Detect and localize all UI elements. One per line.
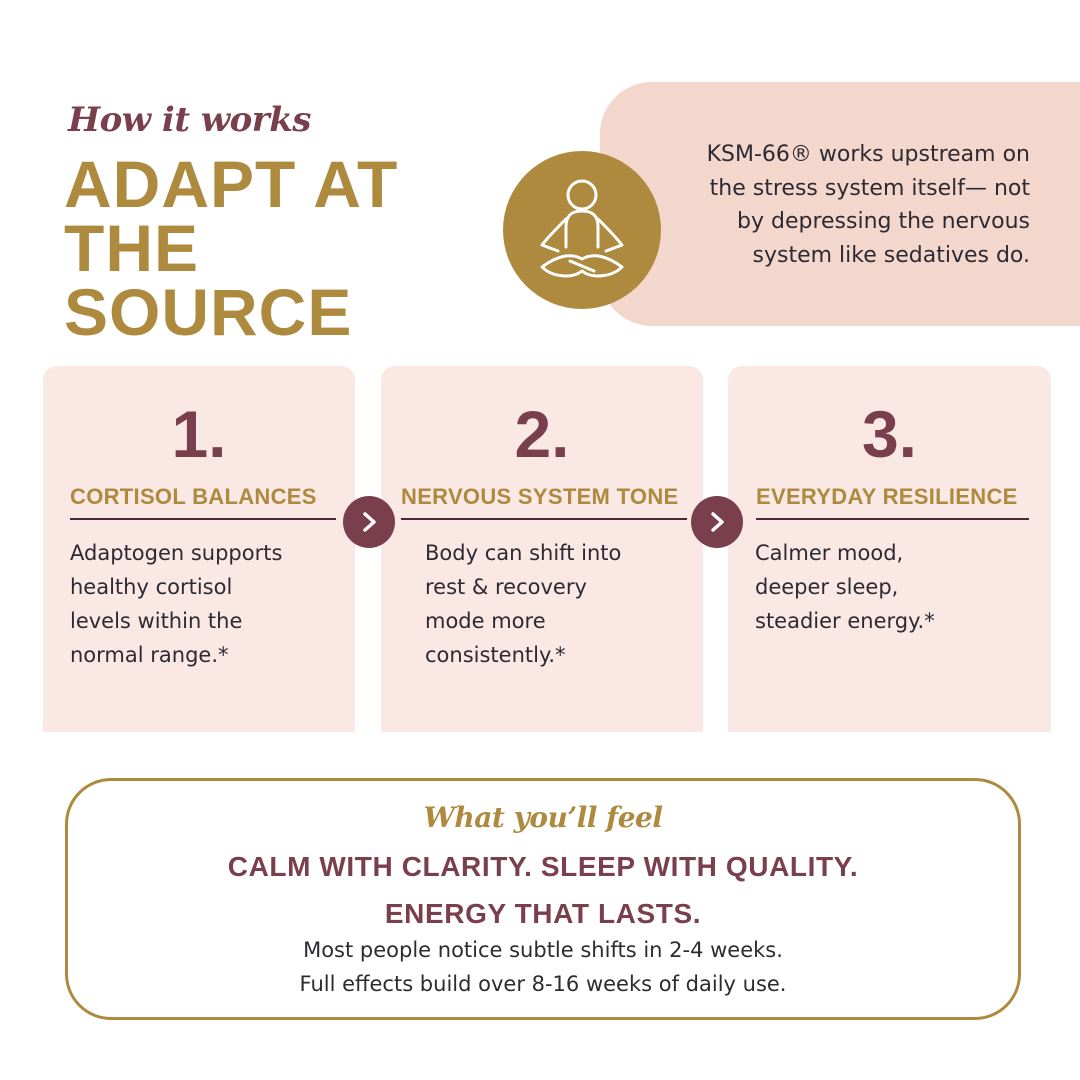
step-description: Calmer mood, deeper sleep, steadier ener… xyxy=(755,536,935,638)
step-description-line: deeper sleep, xyxy=(755,575,899,599)
feel-headline-line: ENERGY THAT LASTS. xyxy=(384,898,702,929)
feel-eyebrow: What you’ll feel xyxy=(423,801,663,834)
headline-line: THE SOURCE xyxy=(64,211,353,349)
headline-line: ADAPT AT xyxy=(64,147,399,221)
chevron-right-icon xyxy=(363,512,376,532)
step-card-3: 3. EVERYDAY RESILIENCE Calmer mood, deep… xyxy=(728,366,1051,732)
step-card-1: 1. CORTISOL BALANCES Adaptogen supports … xyxy=(43,366,355,732)
step-title: EVERYDAY RESILIENCE xyxy=(756,484,1018,509)
step-card-2: 2. NERVOUS SYSTEM TONE Body can shift in… xyxy=(381,366,703,732)
intro-panel xyxy=(600,82,1080,326)
intro-line: by depressing the nervous xyxy=(737,209,1030,234)
intro-line: the stress system itself— not xyxy=(709,175,1030,201)
eyebrow-how-it-works: How it works xyxy=(68,100,311,140)
feel-note-line: Most people notice subtle shifts in 2-4 … xyxy=(303,938,783,962)
step-description: Body can shift into rest & recovery mode… xyxy=(425,536,621,672)
step-description-line: Calmer mood, xyxy=(755,541,904,565)
step-title: NERVOUS SYSTEM TONE xyxy=(401,484,679,509)
step-number: 1. xyxy=(171,397,227,471)
step-title: CORTISOL BALANCES xyxy=(70,484,317,509)
feel-note: Most people notice subtle shifts in 2-4 … xyxy=(68,933,1018,1001)
meditation-person-icon xyxy=(540,179,624,278)
step-number: 3. xyxy=(861,397,918,471)
feel-headline: CALM WITH CLARITY. SLEEP WITH QUALITY. E… xyxy=(68,843,1018,937)
chevron-right-icon xyxy=(711,512,724,532)
step-description-line: Body can shift into xyxy=(425,541,622,565)
step-divider xyxy=(401,518,687,520)
step-description-line: healthy cortisol xyxy=(70,575,233,599)
feel-panel: What you’ll feel CALM WITH CLARITY. SLEE… xyxy=(65,778,1021,1020)
step-description-line: steadier energy.* xyxy=(755,609,935,633)
intro-text: KSM-66® works upstream on the stress sys… xyxy=(650,138,1030,272)
step-description-line: mode more xyxy=(425,609,546,633)
step-arrow-1 xyxy=(343,496,395,548)
step-description-line: normal range.* xyxy=(70,643,229,667)
page-headline: ADAPT AT THE SOURCE xyxy=(64,147,504,349)
step-description-line: levels within the xyxy=(70,609,243,633)
step-description-line: consistently.* xyxy=(425,643,566,667)
step-arrow-2 xyxy=(691,496,743,548)
intro-line: system like sedatives do. xyxy=(752,242,1030,268)
step-description-line: rest & recovery xyxy=(425,575,587,599)
step-description: Adaptogen supports healthy cortisol leve… xyxy=(70,536,282,672)
step-number: 2. xyxy=(514,397,570,471)
feel-headline-line: CALM WITH CLARITY. SLEEP WITH QUALITY. xyxy=(227,851,859,882)
step-divider xyxy=(756,518,1029,520)
intro-line: KSM-66® works upstream on xyxy=(706,142,1030,167)
step-description-line: Adaptogen supports xyxy=(70,541,283,565)
step-divider xyxy=(70,518,336,520)
feel-note-line: Full effects build over 8-16 weeks of da… xyxy=(299,972,787,996)
meditation-badge xyxy=(503,151,661,309)
